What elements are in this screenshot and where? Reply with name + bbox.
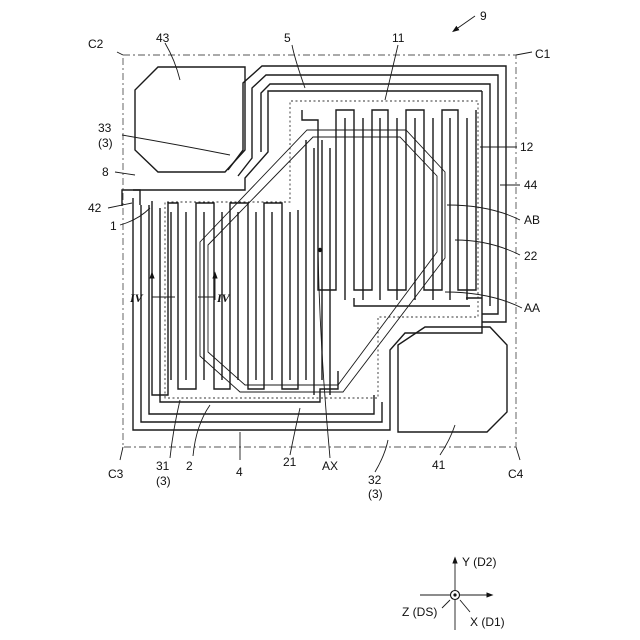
axis-y-label: Y (D2) bbox=[462, 555, 496, 569]
label-c1: C1 bbox=[535, 47, 551, 61]
label-8: 8 bbox=[102, 165, 109, 179]
label-33-sub: (3) bbox=[98, 136, 113, 150]
label-42: 42 bbox=[88, 201, 102, 215]
leader-21 bbox=[290, 408, 300, 455]
leader-1 bbox=[120, 208, 150, 225]
label-c3: C3 bbox=[108, 467, 124, 481]
label-5: 5 bbox=[284, 31, 291, 45]
label-32-sub: (3) bbox=[368, 487, 383, 501]
pad-43 bbox=[135, 67, 245, 172]
section-label-right: IV bbox=[216, 291, 231, 305]
label-11: 11 bbox=[392, 31, 405, 45]
label-2: 2 bbox=[186, 459, 193, 473]
leader-41 bbox=[440, 425, 455, 455]
leader-8 bbox=[115, 172, 135, 175]
label-31-sub: (3) bbox=[156, 474, 171, 488]
leader-43 bbox=[165, 43, 180, 80]
leader-33 bbox=[122, 135, 230, 155]
label-44: 44 bbox=[524, 178, 538, 192]
leader-AX bbox=[318, 252, 330, 458]
label-12: 12 bbox=[520, 140, 534, 154]
label-21: 21 bbox=[283, 455, 297, 469]
axis-z-label: Z (DS) bbox=[402, 605, 437, 619]
axis-x-leader bbox=[460, 600, 470, 612]
leader-22 bbox=[455, 240, 520, 255]
wire-43-link bbox=[228, 91, 243, 170]
label-31: 31 bbox=[156, 459, 170, 473]
label-c2: C2 bbox=[88, 37, 104, 51]
axis-x-label: X (D1) bbox=[470, 615, 505, 629]
axis-indicator: Y (D2) Z (DS) X (D1) bbox=[402, 555, 505, 630]
label-AX: AX bbox=[322, 459, 338, 473]
leader-11 bbox=[385, 45, 398, 100]
figure-number: 9 bbox=[480, 9, 487, 23]
leader-c1 bbox=[516, 52, 532, 55]
leader-42 bbox=[108, 203, 132, 208]
label-43: 43 bbox=[156, 31, 170, 45]
label-33: 33 bbox=[98, 121, 112, 135]
electrode-AA bbox=[354, 298, 482, 306]
label-41: 41 bbox=[432, 458, 446, 472]
leader-31 bbox=[170, 400, 180, 458]
leader-c3 bbox=[120, 447, 123, 460]
label-4: 4 bbox=[236, 465, 243, 479]
pad-41 bbox=[398, 327, 507, 432]
wire-12 bbox=[261, 84, 490, 306]
figure-arrow bbox=[455, 16, 475, 30]
label-c4: C4 bbox=[508, 467, 524, 481]
label-22: 22 bbox=[524, 249, 538, 263]
leader-c4 bbox=[516, 447, 520, 460]
leader-32 bbox=[375, 440, 388, 472]
leader-c2 bbox=[117, 52, 123, 55]
axis-z-leader bbox=[442, 600, 450, 608]
boundary-top bbox=[133, 91, 482, 190]
section-label-left: IV bbox=[129, 291, 144, 305]
label-AB: AB bbox=[524, 213, 540, 227]
wire-5 bbox=[252, 75, 498, 314]
boundary-right bbox=[390, 91, 482, 410]
label-32: 32 bbox=[368, 473, 382, 487]
label-1: 1 bbox=[110, 219, 117, 233]
label-AA: AA bbox=[524, 301, 540, 315]
point-AX bbox=[318, 248, 322, 252]
axis-z-dot bbox=[453, 593, 456, 596]
